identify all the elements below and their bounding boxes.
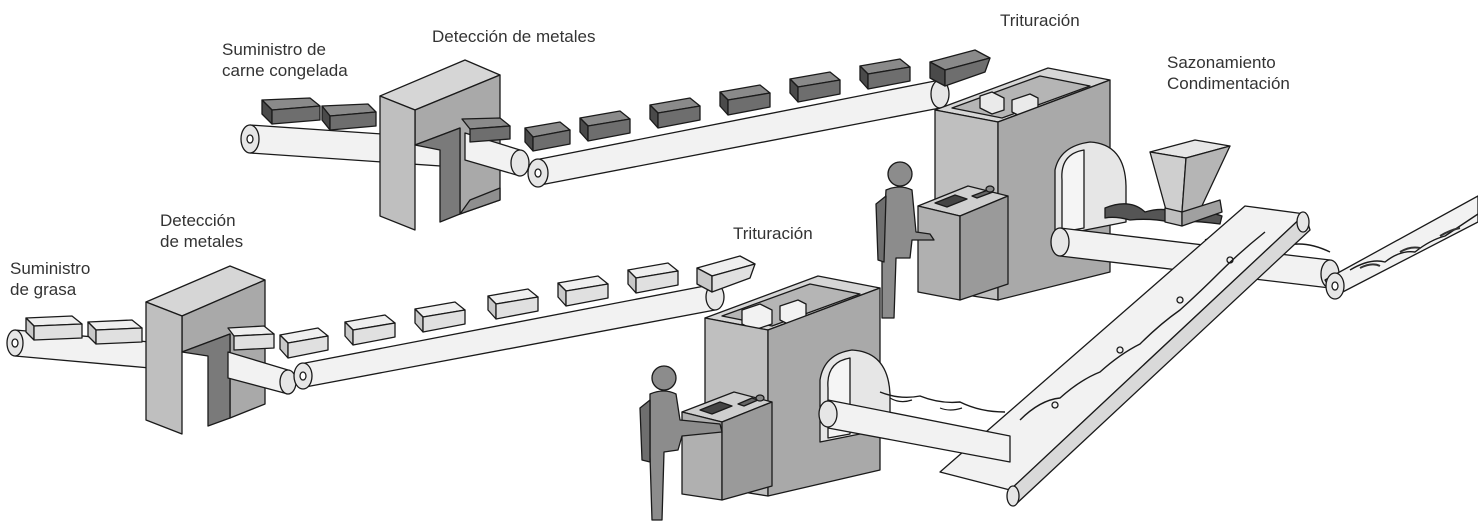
output-incline-conveyor [1324,195,1478,300]
fat-block-icon [87,319,143,345]
operator-icon [639,365,723,521]
fat-block-icon [25,315,83,341]
frozen-meat-block-icon [719,84,771,116]
label-metal-detection-bottom-line1: Detección [160,211,236,230]
control-panel-icon [699,394,765,415]
fat-block-icon [414,301,466,333]
ground-fat-conveyor [818,391,1011,463]
frozen-meat-block-icon [649,97,701,129]
fat-block-icon [557,275,609,307]
fat-blocks-incline [279,255,756,359]
label-seasoning: Sazonamiento Condimentación [1167,52,1290,94]
label-metal-detection-bottom-line2: de metales [160,232,244,251]
label-metal-detection-top: Detección de metales [432,26,595,47]
metal-detector-bottom [145,265,266,435]
frozen-meat-block-icon [929,49,991,87]
operator-icon [875,161,935,319]
control-panel-bottom [681,391,773,501]
frozen-meat-blocks-incline [524,49,991,152]
operator-top [875,161,935,319]
fat-block-icon [696,255,756,293]
bottom-detection-output-conveyor [227,325,297,395]
label-seasoning-line1: Sazonamiento [1167,53,1276,72]
fat-block-icon [627,262,679,294]
label-grinding-bottom-text: Trituración [733,224,813,243]
fat-block-icon [279,327,329,359]
ground-meat-diagonal-conveyor [939,205,1311,507]
fat-block-icon [487,288,539,320]
frozen-meat-block-icon [321,103,377,131]
top-detection-output-conveyor [461,117,530,177]
label-grinding-top: Trituración [1000,10,1080,31]
label-metal-detection-top-text: Detección de metales [432,27,596,46]
label-frozen-meat-supply: Suministro de carne congelada [222,39,348,81]
frozen-meat-block-icon [579,110,631,142]
label-frozen-meat-supply-line1: Suministro de [222,40,326,59]
fat-block-icon [344,314,396,346]
frozen-meat-block-icon [524,121,571,152]
frozen-meat-block-icon [789,71,841,103]
label-seasoning-line2: Condimentación [1167,74,1290,93]
hopper [1149,139,1231,227]
frozen-meat-block-icon [261,97,321,125]
label-metal-detection-bottom: Detección de metales [160,210,243,252]
operator-bottom [639,365,723,521]
frozen-meat-block-icon [461,117,511,143]
metal-detector-top [379,59,501,231]
frozen-meat-block-icon [859,58,911,90]
fat-block-icon [227,325,275,351]
fat-supply-conveyor [6,315,151,369]
label-grinding-top-text: Trituración [1000,11,1080,30]
control-panel-top [917,185,1009,301]
label-fat-supply-line2: de grasa [10,280,77,299]
label-fat-supply: Suministro de grasa [10,258,90,300]
label-grinding-bottom: Trituración [733,223,813,244]
hopper-icon [1149,139,1231,227]
label-frozen-meat-supply-line2: carne congelada [222,61,348,80]
frozen-meat-blocks-feed [261,97,377,131]
label-fat-supply-line1: Suministro [10,259,91,278]
